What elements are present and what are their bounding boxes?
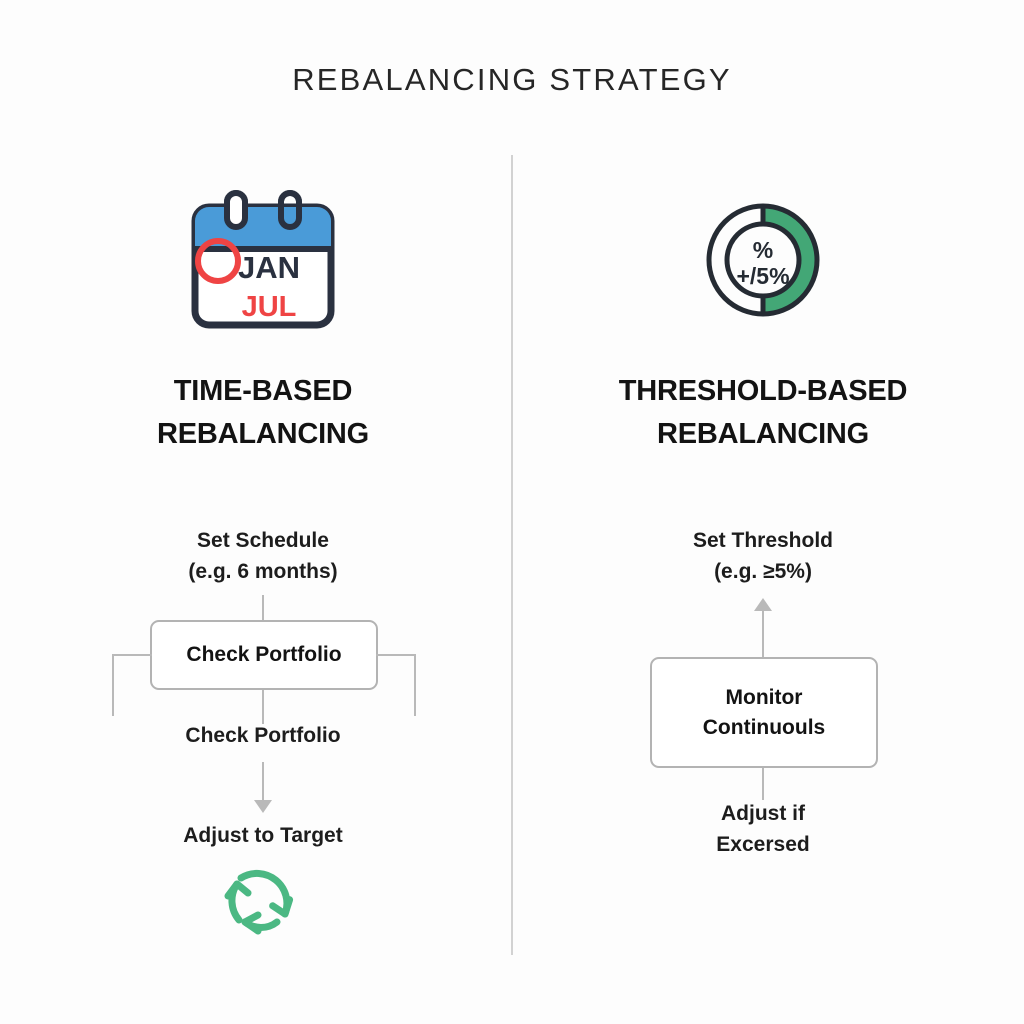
heading-line-1: TIME-BASED [173, 375, 353, 407]
arrow-down-icon [254, 800, 272, 813]
connector-schedule-to-box [262, 595, 264, 622]
adjust-to-target-step: Adjust to Target [28, 820, 498, 851]
column-divider [511, 155, 513, 955]
set-threshold-step: Set Threshold (e.g. ≥5%) [528, 525, 998, 587]
monitor-box-line-1: Monitor [725, 685, 803, 709]
refresh-cycle-icon-svg [224, 869, 294, 935]
calendar-icon-svg: JAN JUL [191, 190, 335, 329]
percent-donut-icon: % +/5% [703, 200, 823, 320]
connector-box-to-check [262, 690, 264, 724]
page-title: REBALANCING STRATEGY [292, 62, 732, 97]
heading-line-2: REBALANCING [156, 417, 370, 450]
set-threshold-line-1: Set Threshold [692, 529, 834, 552]
percent-donut-icon-svg: % +/5% [706, 203, 820, 317]
percent-donut-icon-slot: % +/5% [528, 180, 998, 340]
connector-box-to-adjust [762, 768, 764, 800]
bracket-right-horizontal [376, 654, 416, 656]
adjust-to-target-label: Adjust to Target [183, 824, 343, 847]
connector-check-to-adjust [262, 762, 264, 802]
adjust-if-exceeded-step: Adjust if Excersed [528, 798, 998, 860]
check-portfolio-box-label: Check Portfolio [186, 643, 342, 667]
calendar-icon: JAN JUL [181, 189, 345, 331]
calendar-icon-slot: JAN JUL [28, 180, 498, 340]
set-schedule-line-1: Set Schedule [197, 529, 329, 552]
set-schedule-line-2: (e.g. 6 months) [188, 560, 338, 584]
refresh-cycle-icon [28, 856, 498, 942]
set-threshold-line-2: (e.g. ≥5%) [714, 560, 812, 584]
arrow-up-icon [754, 598, 772, 611]
calendar-month-primary: JAN [238, 250, 300, 285]
adjust-if-line-1: Adjust if [721, 802, 805, 825]
time-based-column: JAN JUL TIME-BASED REBALANCING Set Sched… [28, 170, 498, 970]
set-schedule-step: Set Schedule (e.g. 6 months) [28, 525, 498, 587]
calendar-month-secondary: JUL [242, 291, 297, 323]
bracket-left-vertical [112, 654, 114, 716]
check-portfolio-box[interactable]: Check Portfolio [150, 620, 378, 690]
bracket-left-horizontal [112, 654, 152, 656]
time-based-heading: TIME-BASED REBALANCING [28, 370, 498, 456]
heading-line-2: REBALANCING [656, 417, 870, 450]
threshold-based-heading: THRESHOLD-BASED REBALANCING [528, 370, 998, 456]
monitor-box-line-2: Continuouls [702, 715, 826, 739]
donut-symbol-bottom: +/5% [736, 263, 789, 289]
check-portfolio-step: Check Portfolio [28, 720, 498, 751]
check-portfolio-step-label: Check Portfolio [185, 724, 341, 747]
bracket-right-vertical [414, 654, 416, 716]
donut-symbol-top: % [753, 237, 773, 263]
threshold-based-column: % +/5% THRESHOLD-BASED REBALANCING Set T… [528, 170, 998, 970]
connector-box-to-threshold [762, 611, 764, 657]
monitor-continuous-box[interactable]: Monitor Continuouls [650, 657, 878, 768]
heading-line-1: THRESHOLD-BASED [618, 375, 908, 407]
adjust-if-line-2: Excersed [716, 833, 810, 857]
